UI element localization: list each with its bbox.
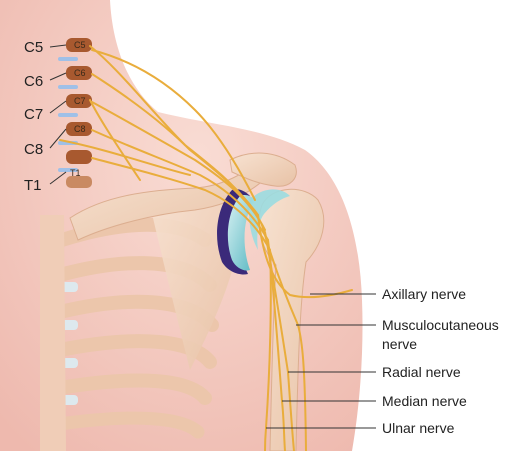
scapula (150, 193, 235, 370)
nerve-label-musculocutaneous-line2: nerve (382, 336, 417, 352)
vertebra (66, 150, 92, 164)
intervertebral-disc (58, 57, 78, 61)
nerve-root-c8 (91, 129, 269, 241)
nerve-labels: Axillary nerve Musculocutaneous nerve Ra… (382, 286, 499, 436)
root-label-c5: C5 (24, 39, 43, 56)
leader-c6 (49, 72, 67, 81)
vertebra-label-c6: C6 (74, 68, 86, 78)
intervertebral-disc (58, 113, 78, 117)
intervertebral-disc (58, 168, 78, 172)
nerve-label-median: Median nerve (382, 393, 467, 409)
humerus (258, 188, 325, 451)
ulnar-nerve (264, 249, 272, 451)
median-nerve (267, 239, 286, 451)
sternum (40, 215, 66, 451)
leader-t1 (49, 171, 67, 185)
vertebra (66, 122, 92, 136)
nerve-root-c5-branch (91, 49, 256, 201)
vertebra (66, 66, 92, 80)
vertebra-label-c8: C8 (74, 124, 86, 134)
intervertebral-disc (58, 85, 78, 89)
humeral-head-cartilage (249, 189, 290, 250)
root-label-t1: T1 (24, 177, 42, 194)
root-label-c8: C8 (24, 141, 43, 158)
glenoid-cartilage (227, 195, 255, 271)
rib (53, 411, 205, 439)
nerve-label-musculocutaneous: Musculocutaneous (382, 317, 499, 333)
rib (53, 373, 212, 405)
vertebra (66, 176, 92, 188)
root-labels: C5 C6 C7 C8 T1 (24, 39, 43, 194)
cervical-spine (58, 38, 92, 188)
vertebra-label-c7: C7 (74, 96, 86, 106)
vertebra-label-t1: T1 (70, 168, 81, 178)
rib (53, 334, 217, 369)
leader-c5 (49, 44, 67, 48)
axillary-nerve (257, 214, 353, 299)
nerve-root-c7 (91, 101, 266, 231)
nerve-root-t1 (91, 157, 271, 251)
vertebra-label-c5: C5 (74, 40, 86, 50)
root-label-c6: C6 (24, 73, 43, 90)
vertebra-labels: C5 C6 C7 C8 T1 (70, 40, 86, 178)
leader-lines (49, 44, 376, 429)
root-label-c7: C7 (24, 106, 43, 123)
leader-c8 (49, 128, 67, 149)
vertebra (66, 38, 92, 52)
plexus-cord (89, 99, 141, 181)
shoulder-joint (217, 189, 290, 275)
nerve-label-axillary: Axillary nerve (382, 286, 466, 302)
nerve-root-c6 (91, 73, 259, 216)
vertebra (66, 94, 92, 108)
nerve-label-ulnar: Ulnar nerve (382, 420, 455, 436)
acromion (229, 152, 297, 187)
plexus-cord (59, 139, 191, 176)
leader-c7 (49, 100, 67, 114)
nerve-label-radial: Radial nerve (382, 364, 461, 380)
